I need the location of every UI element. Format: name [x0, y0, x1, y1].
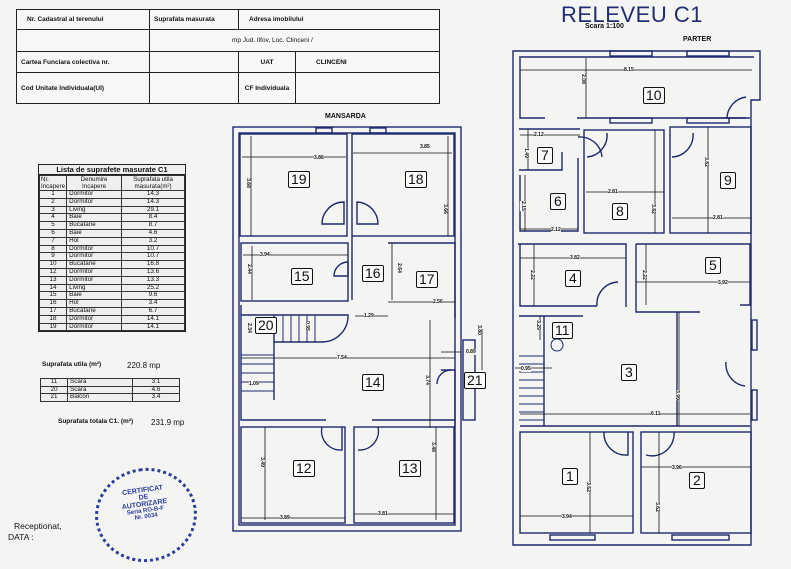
- dim-14-width: 7.54: [337, 355, 347, 361]
- dim-10-height: 2.08: [579, 74, 586, 84]
- dim-12-width: 3.89: [280, 515, 290, 521]
- room-14-label: 14: [362, 374, 384, 391]
- dim-19-width: 3.86: [314, 155, 324, 161]
- dim-21-width: 0.89: [466, 349, 476, 355]
- dim-stair-landing: 1.29: [364, 313, 374, 319]
- room-area: 3.4: [132, 393, 180, 402]
- dim-15-width: 3.94: [260, 252, 270, 258]
- room-21-label: 21: [464, 372, 486, 389]
- room-2-label: 2: [689, 472, 705, 489]
- dim-11-height: 3.29: [534, 320, 541, 330]
- dim-6-height: 2.15: [519, 201, 526, 211]
- dim-8-width: 2.81: [608, 189, 618, 195]
- room-15-label: 15: [291, 268, 313, 285]
- room-4-label: 4: [565, 270, 581, 287]
- dim-21-height: 3.80: [475, 325, 482, 335]
- room-16-label: 16: [362, 265, 384, 282]
- room-20-label: 20: [255, 317, 277, 334]
- dim-3-height: 3.99: [673, 390, 680, 400]
- dim-11-width: 0.95: [521, 366, 531, 372]
- dim-8-height: 3.82: [649, 204, 656, 214]
- room-9-label: 9: [720, 172, 736, 189]
- room-6-label: 6: [550, 193, 566, 210]
- date-label: DATA :: [8, 532, 34, 542]
- room-name: Dormitor: [66, 322, 123, 332]
- room-17-label: 17: [416, 271, 438, 288]
- dim-4-width: 3.82: [570, 255, 580, 261]
- mansarda-title: MANSARDA: [325, 113, 366, 120]
- room-18-label: 18: [405, 171, 427, 188]
- total-area-label: Suprafata totala C1. (m²): [58, 418, 134, 425]
- area-list-title: Lista de suprafete masurate C1: [39, 165, 185, 175]
- col-area-header: Suprafata utila masurata(m²): [121, 175, 185, 191]
- dim-1-width: 3.94: [562, 514, 572, 520]
- area-list-table: Lista de suprafete masurate C1 Nr. Incap…: [38, 164, 186, 333]
- releveu-title: RELEVEU C1: [561, 2, 703, 27]
- col-nr-header: Nr. Incapere: [38, 175, 68, 191]
- dim-2-height: 3.62: [653, 502, 660, 512]
- dim-19-height: 3.68: [244, 178, 251, 188]
- dim-20-width: 1.09: [249, 381, 259, 387]
- dim-4-height: 2.22: [528, 270, 535, 280]
- room-5-label: 5: [705, 257, 721, 274]
- room-area: 14.1: [121, 322, 185, 332]
- dim-18-width: 3.85: [420, 144, 430, 150]
- room-19-label: 19: [288, 171, 310, 188]
- cf-individuala-label: CF Individuala: [238, 72, 296, 104]
- room-12-label: 12: [293, 460, 315, 477]
- dim-6-width: 2.12: [551, 227, 561, 233]
- dim-15-height: 2.44: [245, 264, 252, 274]
- cf-individuala-value: [295, 72, 440, 104]
- room-10-label: 10: [643, 87, 665, 104]
- room-nr: 19: [38, 322, 68, 332]
- dim-9-height: 3.82: [702, 157, 709, 167]
- useful-area-label: Suprafata utila (m²): [42, 361, 102, 368]
- dim-13-width: 3.81: [378, 511, 388, 517]
- dim-2-width: 3.96: [672, 465, 682, 471]
- dim-9-width: 2.81: [713, 215, 723, 221]
- dim-5-height: 2.22: [640, 270, 647, 280]
- dim-1-height: 3.62: [584, 482, 591, 492]
- dim-3-width: 6.11: [651, 411, 661, 417]
- room-8-label: 8: [612, 203, 628, 220]
- dim-7-width: 2.12: [534, 132, 544, 138]
- room-11-label: 11: [552, 322, 573, 339]
- dim-10-width: 8.15: [624, 67, 634, 73]
- dim-17-height: 2.64: [395, 263, 402, 273]
- room-3-label: 3: [621, 364, 637, 381]
- dim-5-width: 3.92: [718, 280, 728, 286]
- dim-14-height: 3.74: [423, 375, 430, 385]
- dim-20-step: 0.95: [303, 321, 310, 331]
- dim-12-height: 3.49: [258, 457, 265, 467]
- reception-label: Receptionat,: [14, 521, 62, 531]
- useful-area-value: 220.8 mp: [127, 361, 161, 370]
- dim-7-height: 1.49: [522, 148, 529, 158]
- cod-ui-value: [149, 72, 239, 104]
- room-1-label: 1: [562, 468, 578, 485]
- dim-13-height: 3.48: [429, 442, 436, 452]
- col-name-header: Denumire Incapere: [66, 175, 123, 191]
- total-area-value: 231.9 mp: [151, 418, 185, 427]
- dim-17-width: 2.56: [433, 299, 443, 305]
- room-7-label: 7: [537, 147, 553, 164]
- room-13-label: 13: [399, 460, 421, 477]
- cod-ui-label: Cod Unitate Individuala(UI): [16, 72, 150, 104]
- parter-title: PARTER: [683, 36, 712, 43]
- property-info-table: Nr. Cadastral al terenului Suprafata mas…: [16, 9, 440, 104]
- scale-label: Scara 1:100: [585, 23, 624, 30]
- dim-20-height: 2.34: [245, 323, 252, 333]
- dim-18-height: 3.66: [441, 204, 448, 214]
